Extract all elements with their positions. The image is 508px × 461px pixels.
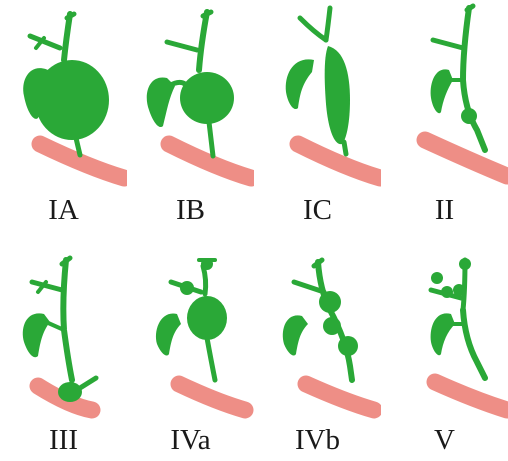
duodenum [425,140,507,176]
gallbladder [283,315,308,355]
diagram-type-iva [127,230,254,420]
diagram-type-v [381,230,508,420]
gallbladder [147,77,175,127]
intrahepatic-cyst-1 [431,272,443,284]
panel-label-iva: IVa [127,420,254,460]
intrahepatic-duct-right [326,8,330,40]
duodenum [298,144,380,178]
distal-common-bile-duct [209,122,213,156]
cyst-cystic-dilatation [35,60,109,140]
gallbladder [286,59,314,109]
panel-label-v: V [381,420,508,460]
cyst-choledochocele [58,382,82,402]
panel-type-ii: II [381,0,508,230]
intrahepatic-duct-left [167,42,197,50]
panel-type-iva: IVa [127,230,254,460]
gallbladder [156,313,181,355]
common-bile-duct [463,310,485,378]
panel-label-iii: III [0,420,127,460]
distal-common-bile-duct [344,142,346,154]
gallbladder [431,69,453,113]
panel-type-ic: IC [254,0,381,230]
diagram-type-ia [0,0,127,190]
distal-common-bile-duct [207,338,215,380]
common-hepatic-duct [64,14,70,60]
panel-type-v: V [381,230,508,460]
intrahepatic-cyst-2 [441,286,453,298]
cyst-extrahepatic-middle [323,317,341,335]
intrahepatic-duct-right [463,260,465,310]
duodenum [435,382,507,410]
diagram-type-iii [0,230,127,420]
panel-type-ivb: IVb [254,230,381,460]
intrahepatic-duct-left [300,18,326,40]
gallbladder [431,313,455,355]
intrahepatic-duct-right [203,266,206,294]
diagram-type-ivb [254,230,381,420]
cyst-fusiform-dilatation [325,46,350,144]
cyst-extrahepatic-lower [338,336,358,356]
cyst-focal-dilatation [180,72,234,124]
panel-label-ib: IB [127,190,254,230]
panel-type-ia: IA [0,0,127,230]
cyst-extrahepatic [187,296,227,340]
duodenum [306,384,374,410]
pancreatic-duct [80,378,96,388]
intrahepatic-duct-left [433,40,463,48]
common-bile-duct [63,260,72,380]
panel-label-ii: II [381,190,508,230]
panel-label-ic: IC [254,190,381,230]
diagram-type-ic [254,0,381,190]
diagram-type-ii [381,0,508,190]
duodenum [179,384,245,410]
gallbladder [23,313,50,357]
common-hepatic-duct [199,12,207,70]
panel-type-iii: III [0,230,127,460]
panel-label-ia: IA [0,190,127,230]
diagram-type-ib [127,0,254,190]
duodenum [40,144,124,178]
cyst-extrahepatic-upper [319,291,341,313]
panel-label-ivb: IVb [254,420,381,460]
intrahepatic-cyst-left [180,281,194,295]
cyst-diverticulum [461,108,477,124]
common-bile-duct [463,8,485,150]
panel-type-ib: IB [127,0,254,230]
